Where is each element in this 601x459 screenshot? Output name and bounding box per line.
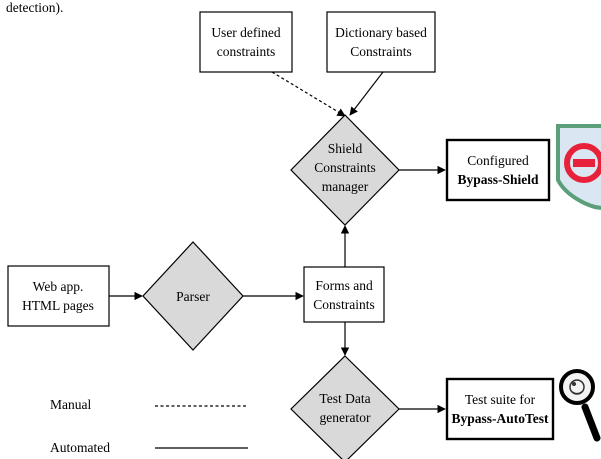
svg-text:generator: generator — [320, 410, 371, 425]
test-suite-bypass-autotest-box: Test suite for Bypass-AutoTest — [445, 377, 555, 441]
connector-dictionary-to-shield — [349, 71, 384, 116]
svg-text:Parser: Parser — [176, 289, 210, 304]
shield-constraints-manager-diamond: Shield Constraints manager — [290, 114, 400, 226]
svg-text:manager: manager — [322, 179, 369, 194]
svg-text:Constraints: Constraints — [313, 297, 375, 312]
svg-text:Configured: Configured — [467, 153, 529, 168]
svg-text:Bypass-Shield: Bypass-Shield — [457, 172, 539, 187]
svg-text:constraints: constraints — [217, 44, 276, 59]
svg-text:HTML pages: HTML pages — [22, 298, 94, 313]
svg-text:Forms and: Forms and — [315, 278, 373, 293]
svg-text:Test Data: Test Data — [319, 391, 370, 406]
legend: Manual Automated — [50, 397, 248, 455]
svg-text:Test suite for: Test suite for — [465, 392, 536, 407]
magnifier-icon — [559, 369, 601, 442]
svg-text:Web app.: Web app. — [33, 279, 84, 294]
manual-connector-user-to-shield — [271, 71, 346, 117]
legend-manual-label: Manual — [50, 397, 91, 412]
web-app-html-pages-box: Web app. HTML pages — [7, 265, 110, 327]
svg-text:Constraints: Constraints — [314, 160, 376, 175]
shield-icon — [556, 124, 601, 210]
test-data-generator-diamond: Test Data generator — [290, 355, 400, 459]
legend-automated-label: Automated — [50, 440, 110, 455]
svg-text:User defined: User defined — [211, 25, 281, 40]
svg-text:Constraints: Constraints — [350, 44, 412, 59]
header-fragment: detection). — [6, 0, 63, 15]
forms-and-constraints-box: Forms and Constraints — [303, 266, 385, 323]
user-defined-constraints-box: User defined constraints — [199, 11, 293, 73]
dictionary-constraints-box: Dictionary based Constraints — [326, 11, 436, 73]
svg-text:Shield: Shield — [328, 141, 363, 156]
parser-diamond: Parser — [142, 241, 244, 351]
svg-text:Bypass-AutoTest: Bypass-AutoTest — [451, 411, 549, 426]
svg-text:Dictionary based: Dictionary based — [335, 25, 427, 40]
configured-bypass-shield-box: Configured Bypass-Shield — [445, 138, 551, 202]
